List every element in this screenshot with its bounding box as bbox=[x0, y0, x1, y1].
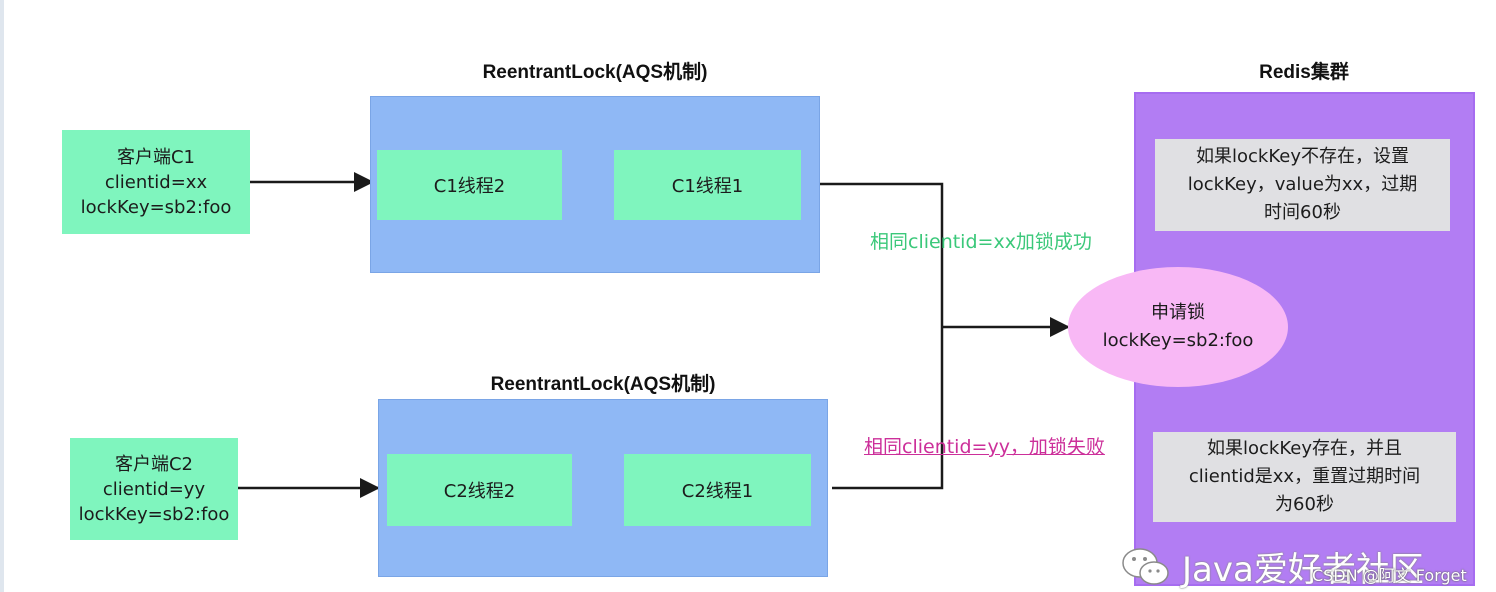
thread-c2-1: C2线程1 bbox=[624, 454, 811, 526]
thread-c2-2-label: C2线程2 bbox=[443, 481, 516, 502]
thread-c1-2: C1线程2 bbox=[377, 150, 562, 220]
watermark-text: Java爱好者社区 bbox=[1182, 550, 1424, 590]
label-lock-success: 相同clientid=xx加锁成功 bbox=[870, 231, 1092, 253]
note-bottom-line2: clientid是xx，重置过期时间 bbox=[1188, 466, 1421, 487]
label-lock-failure: 相同clientid=yy，加锁失败 bbox=[864, 436, 1105, 458]
thread-c1-1-label: C1线程1 bbox=[671, 176, 744, 197]
client-c1-lockkey: lockKey=sb2:foo bbox=[80, 196, 232, 218]
note-bottom-line3: 为60秒 bbox=[1275, 494, 1334, 515]
note-lockkey-absent: 如果lockKey不存在，设置 lockKey，value为xx，过期 时间60… bbox=[1155, 139, 1450, 231]
thread-c1-2-label: C1线程2 bbox=[433, 176, 506, 197]
line-c1-to-junction bbox=[820, 182, 944, 490]
left-border bbox=[0, 0, 4, 592]
client-c2-name: 客户端C2 bbox=[114, 453, 194, 475]
wechat-icon bbox=[1122, 547, 1169, 585]
client-c1: 客户端C1 clientid=xx lockKey=sb2:foo bbox=[62, 130, 250, 234]
client-c2-clientid: clientid=yy bbox=[102, 478, 206, 500]
thread-c1-1: C1线程1 bbox=[614, 150, 801, 220]
aqs-title-top: ReentrantLock(AQS机制) bbox=[482, 62, 708, 83]
redis-title: Redis集群 bbox=[1259, 62, 1349, 83]
thread-c2-2: C2线程2 bbox=[387, 454, 572, 526]
watermark-csdn: CSDN @阿文 Forget bbox=[1312, 566, 1467, 585]
client-c2: 客户端C2 clientid=yy lockKey=sb2:foo bbox=[70, 438, 238, 540]
note-top-line2: lockKey，value为xx，过期 bbox=[1187, 174, 1418, 195]
client-c1-clientid: clientid=xx bbox=[104, 171, 208, 193]
request-lock-ellipse: 申请锁 lockKey=sb2:foo bbox=[1068, 267, 1288, 387]
note-top-line1: 如果lockKey不存在，设置 bbox=[1196, 146, 1409, 167]
client-c1-name: 客户端C1 bbox=[116, 146, 196, 168]
watermark: Java爱好者社区 bbox=[1120, 542, 1424, 591]
thread-c2-1-label: C2线程1 bbox=[681, 481, 754, 502]
request-lock-title: 申请锁 bbox=[1151, 302, 1205, 323]
note-top-line3: 时间60秒 bbox=[1264, 202, 1341, 223]
note-bottom-line1: 如果lockKey存在，并且 bbox=[1207, 438, 1402, 459]
note-lockkey-present: 如果lockKey存在，并且 clientid是xx，重置过期时间 为60秒 bbox=[1153, 432, 1456, 522]
client-c2-lockkey: lockKey=sb2:foo bbox=[78, 503, 230, 525]
request-lock-key: lockKey=sb2:foo bbox=[1102, 330, 1254, 351]
aqs-title-bottom: ReentrantLock(AQS机制) bbox=[490, 374, 716, 395]
